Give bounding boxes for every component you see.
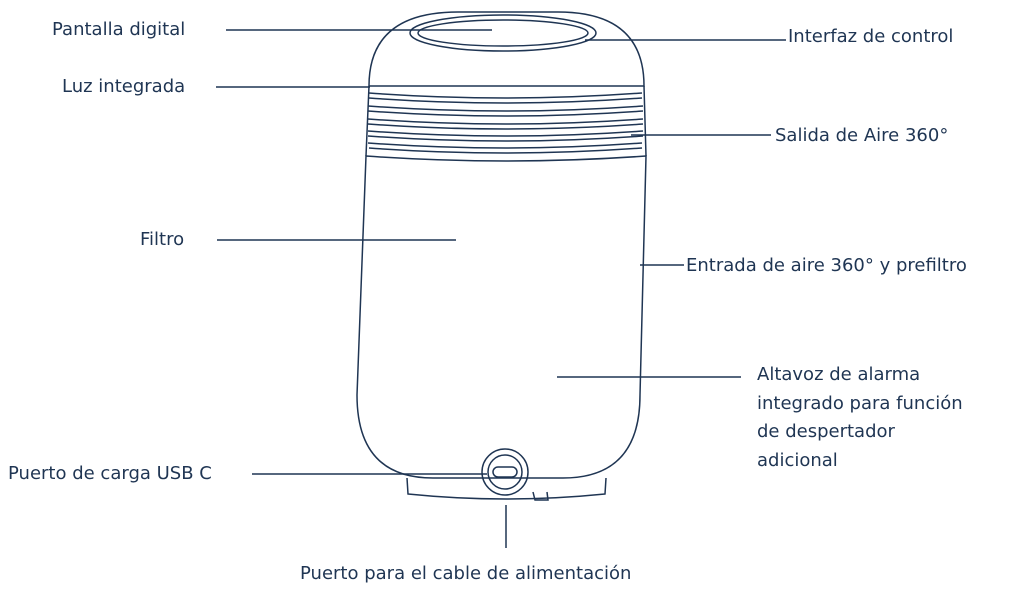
label-altavoz: Altavoz de alarma integrado para función… [757, 361, 1017, 475]
body-shell [356, 155, 647, 479]
control-ring-outer [409, 14, 597, 52]
label-entrada-aire: Entrada de aire 360° y prefiltro [686, 255, 967, 276]
air-outlet-ribs [367, 92, 644, 154]
label-puerto-alimentacion: Puerto para el cable de alimentación [300, 563, 632, 584]
label-luz-integrada: Luz integrada [62, 76, 186, 97]
label-altavoz-line-3: de despertador [757, 421, 895, 442]
usb-slot [492, 466, 518, 478]
cable-notch [532, 491, 549, 501]
rib-band-edges [365, 85, 647, 157]
label-altavoz-line-2: integrado para función [757, 392, 963, 414]
control-ring-inner [417, 19, 589, 47]
usb-port-inner [487, 454, 523, 490]
label-filtro: Filtro [140, 229, 185, 250]
label-salida-aire: Salida de Aire 360° [775, 125, 949, 146]
usb-port-outer [481, 448, 529, 496]
label-puerto-usb: Puerto de carga USB C [8, 463, 212, 484]
leader-lines [216, 29, 786, 548]
label-interfaz-control: Interfaz de control [788, 26, 954, 47]
label-altavoz-line-4: adicional [757, 449, 838, 471]
label-altavoz-line-1: Altavoz de alarma [757, 364, 921, 385]
top-cap [368, 11, 645, 87]
base-foot [406, 477, 607, 500]
label-pantalla-digital: Pantalla digital [52, 19, 186, 40]
